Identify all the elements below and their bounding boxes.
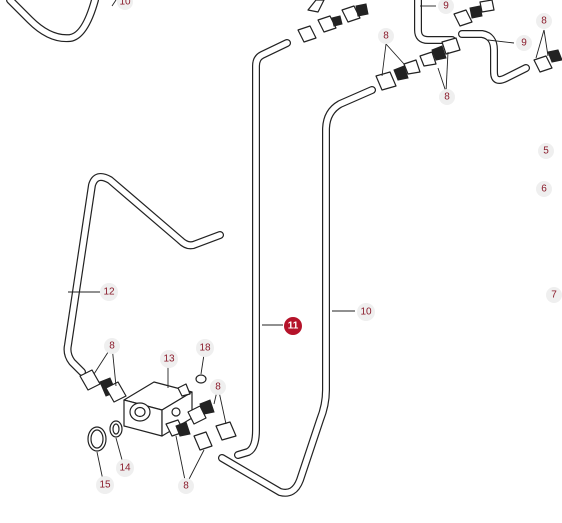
svg-text:9: 9 [443, 1, 449, 12]
callout-9-top-left[interactable]: 9 [438, 0, 454, 14]
fitting-group-right-edge [533, 49, 562, 73]
callout-10-mid[interactable]: 10 [357, 303, 375, 321]
seal-ring-14 [109, 420, 123, 438]
svg-text:8: 8 [383, 31, 389, 42]
callout-8-mid[interactable]: 8 [439, 89, 455, 105]
callout-12[interactable]: 12 [100, 283, 118, 301]
tube-9-left [414, 0, 456, 44]
seal-ring-15 [87, 426, 107, 452]
callout-7[interactable]: 7 [546, 287, 562, 303]
svg-text:9: 9 [521, 38, 527, 49]
callout-15[interactable]: 15 [96, 476, 114, 494]
svg-text:10: 10 [360, 307, 372, 318]
fitting-group-center [375, 37, 461, 91]
seal-ring-18 [195, 374, 207, 384]
svg-text:15: 15 [99, 480, 111, 491]
svg-text:8: 8 [215, 382, 221, 393]
callout-18[interactable]: 18 [196, 339, 214, 357]
fitting-group-block-right [165, 399, 237, 451]
fitting-group-left [79, 369, 127, 403]
callout-14[interactable]: 14 [116, 459, 134, 477]
svg-text:6: 6 [541, 184, 547, 195]
svg-text:12: 12 [103, 287, 115, 298]
callout-8-top-right[interactable]: 8 [536, 13, 552, 29]
tube-9-right [458, 30, 530, 84]
callout-13[interactable]: 13 [160, 350, 178, 368]
callout-8-bottom[interactable]: 8 [178, 478, 194, 494]
svg-text:7: 7 [551, 290, 557, 301]
svg-text:8: 8 [541, 16, 547, 27]
svg-text:14: 14 [119, 463, 131, 474]
tube-10 [218, 86, 376, 497]
tube-11 [234, 39, 291, 459]
callout-8-mid-top[interactable]: 8 [378, 28, 394, 44]
callout-9-right[interactable]: 9 [516, 35, 532, 51]
fitting-group-top-right [453, 0, 495, 27]
svg-text:11: 11 [288, 321, 299, 332]
svg-text:8: 8 [183, 481, 189, 492]
callout-11-highlighted[interactable]: 11 [284, 317, 302, 335]
callout-10-top[interactable]: 10 [117, 0, 133, 10]
svg-text:5: 5 [543, 146, 549, 157]
callout-8-right[interactable]: 8 [210, 379, 226, 395]
svg-text:18: 18 [199, 343, 211, 354]
svg-text:8: 8 [444, 92, 450, 103]
callout-6[interactable]: 6 [536, 181, 552, 197]
svg-text:10: 10 [119, 0, 131, 8]
callout-8-left[interactable]: 8 [104, 338, 120, 354]
svg-text:13: 13 [163, 354, 175, 365]
svg-text:8: 8 [109, 341, 115, 352]
callout-5[interactable]: 5 [538, 143, 554, 159]
tube-12 [63, 172, 224, 376]
fitting-group-top-center [297, 0, 369, 43]
tube-10-top-left [6, 0, 99, 43]
